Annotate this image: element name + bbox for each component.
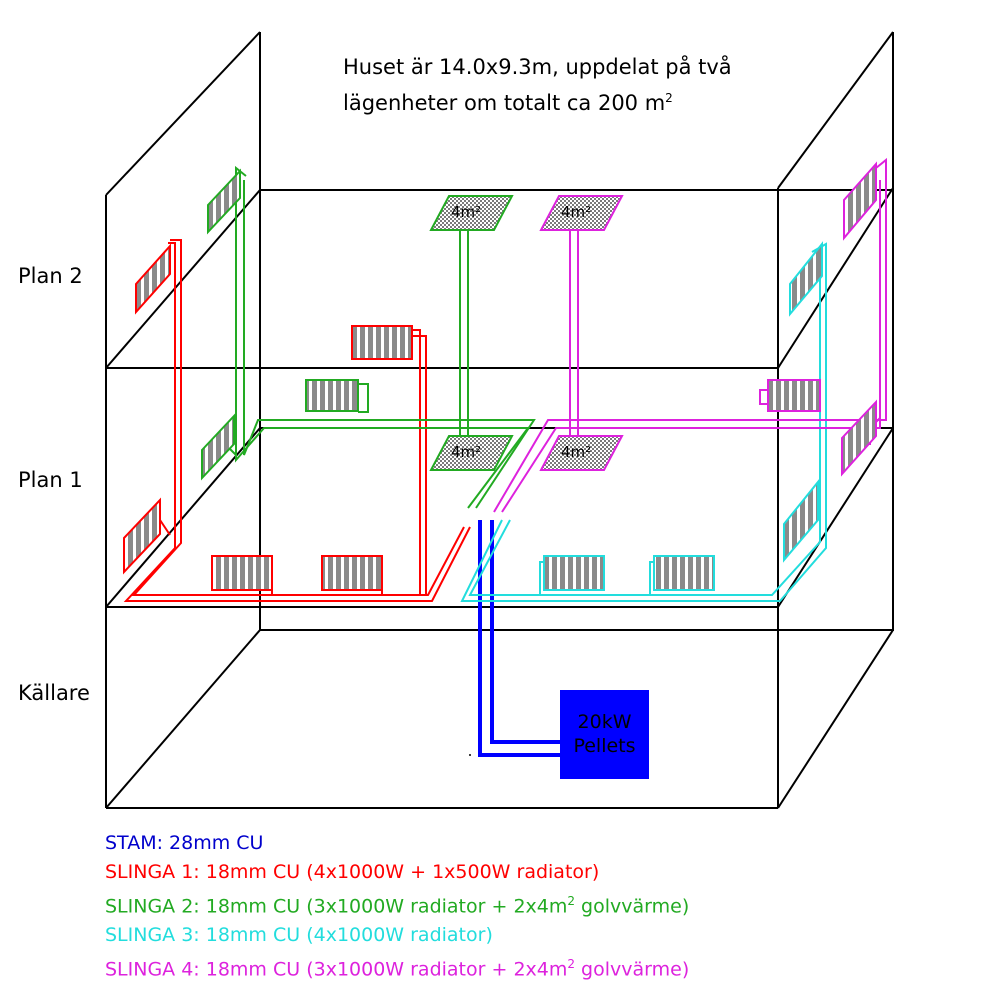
- house-description: Huset är 14.0x9.3m, uppdelat på två läge…: [343, 52, 732, 119]
- floor-label-plan-2: Plan 2: [18, 264, 83, 288]
- legend-slinga-1-text: SLINGA 1: 18mm CU (4x1000W + 1x500W radi…: [105, 861, 600, 883]
- legend-slinga-2-text: SLINGA 2: 18mm CU (3x1000W radiator + 2x…: [105, 895, 568, 918]
- pellet-boiler: 20kW Pellets: [560, 690, 649, 779]
- floor-heating-label-2: 4m²: [561, 203, 592, 221]
- floor-label-kallare: Källare: [18, 681, 90, 705]
- radiator-plan1-left-wall-lower: [123, 497, 161, 575]
- slinga-4-pipes: [493, 157, 887, 513]
- radiator-plan2-left-wall-lower: [135, 243, 171, 315]
- floor-label-plan-1: Plan 1: [18, 468, 83, 492]
- radiator-plan1-front-cyan-1: [543, 555, 605, 591]
- legend: STAM: 28mm CU SLINGA 1: 18mm CU (4x1000W…: [105, 829, 689, 985]
- floor-heating-label-4: 4m²: [561, 443, 592, 461]
- slinga-2-pipes: [225, 165, 536, 509]
- house-description-line-2-sup: 2: [665, 91, 673, 105]
- house-description-line-2: lägenheter om totalt ca 200 m2: [343, 83, 732, 119]
- floor-heating-plan2-green: [429, 195, 514, 231]
- floor-heating-plan1-magenta: [539, 435, 624, 471]
- boiler-power: 20kW: [577, 711, 632, 733]
- house-description-line-2-text: lägenheter om totalt ca 200 m: [343, 91, 666, 115]
- stray-dot: [469, 754, 471, 756]
- floor-heating-label-3: 4m²: [451, 443, 482, 461]
- floor-heating-label-1: 4m²: [451, 203, 482, 221]
- radiator-plan1-front-cyan-2: [653, 555, 715, 591]
- legend-stam-text: STAM: 28mm CU: [105, 832, 264, 854]
- radiator-plan1-front-red-2: [321, 555, 383, 591]
- radiator-plan1-right-wall-upper: [841, 399, 877, 477]
- radiator-plan1-back-green: [305, 379, 359, 412]
- legend-stam: STAM: 28mm CU: [105, 829, 689, 858]
- radiator-plan2-right-wall-lower: [789, 241, 823, 317]
- legend-slinga-4-text-after: golvvärme): [575, 958, 690, 981]
- legend-slinga-1: SLINGA 1: 18mm CU (4x1000W + 1x500W radi…: [105, 858, 689, 887]
- radiator-plan2-right-wall-upper: [843, 161, 877, 241]
- radiators: [123, 161, 877, 591]
- radiator-plan1-front-red-1: [211, 555, 273, 591]
- floor-heating: [429, 195, 624, 471]
- floor-heating-plan1-green: [429, 435, 514, 471]
- legend-slinga-4: SLINGA 4: 18mm CU (3x1000W radiator + 2x…: [105, 950, 689, 984]
- radiator-plan1-left-wall-upper: [201, 413, 235, 481]
- floor-heating-plan2-magenta: [539, 195, 624, 231]
- legend-slinga-3: SLINGA 3: 18mm CU (4x1000W radiator): [105, 921, 689, 950]
- legend-slinga-2-sup: 2: [567, 894, 576, 908]
- house-description-line-1: Huset är 14.0x9.3m, uppdelat på två: [343, 55, 732, 79]
- radiator-plan1-right-wall-lower: [783, 479, 819, 563]
- legend-slinga-4-sup: 2: [567, 957, 576, 972]
- radiator-plan2-left-wall-upper: [207, 168, 241, 235]
- radiator-plan2-back-red: [351, 325, 413, 360]
- legend-slinga-2-text-after: golvvärme): [575, 895, 690, 918]
- legend-slinga-2: SLINGA 2: 18mm CU (3x1000W radiator + 2x…: [105, 887, 689, 921]
- slinga-3-pipes: [460, 242, 827, 602]
- radiator-plan1-back-magenta: [767, 379, 821, 412]
- legend-slinga-4-text: SLINGA 4: 18mm CU (3x1000W radiator + 2x…: [105, 958, 568, 981]
- legend-slinga-3-text: SLINGA 3: 18mm CU (4x1000W radiator): [105, 924, 493, 947]
- boiler-fuel: Pellets: [573, 735, 636, 757]
